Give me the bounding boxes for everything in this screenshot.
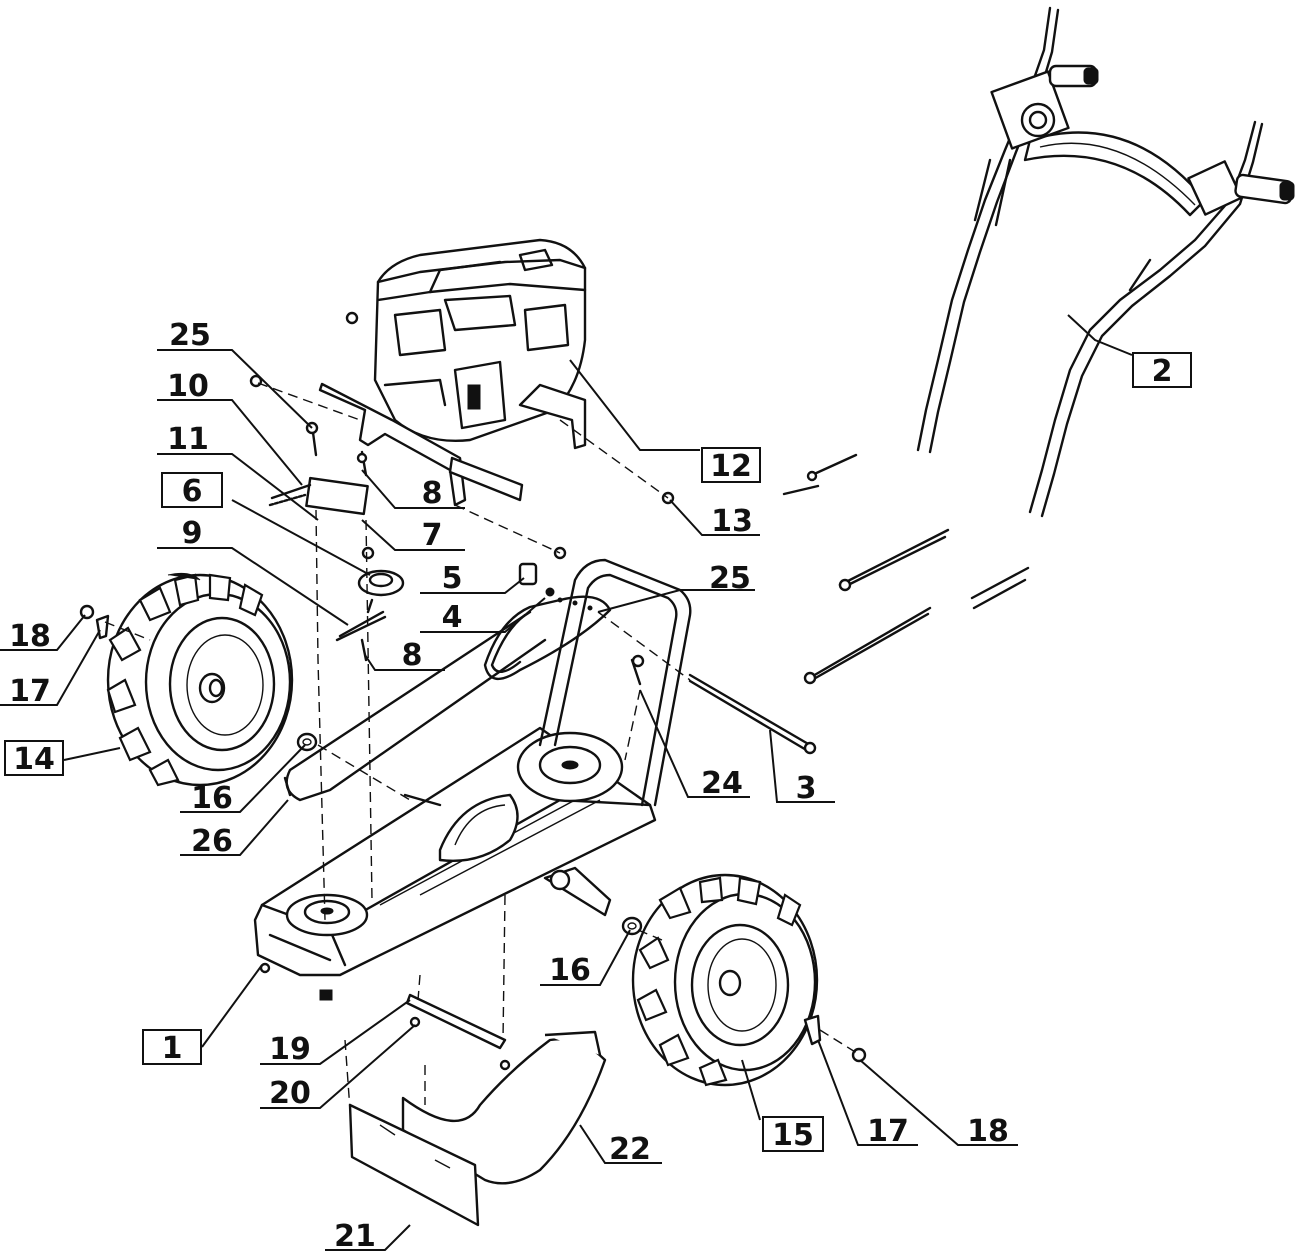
callout-5: 5 (442, 561, 463, 596)
callout-17-left: 17 (9, 674, 51, 709)
engine-battery-unit (318, 238, 587, 507)
callout-8-upper: 8 (422, 476, 443, 511)
chassis-frame (253, 726, 657, 1001)
callout-22: 22 (609, 1132, 651, 1167)
callout-19: 19 (269, 1032, 311, 1067)
callout-1: 1 (162, 1031, 183, 1066)
callout-10: 10 (167, 369, 209, 404)
roll-bar (538, 558, 692, 807)
callout-14: 14 (13, 742, 55, 777)
callout-labels: 2 12 6 14 1 15 25 10 11 9 8 7 5 4 8 25 2… (9, 318, 1172, 1254)
callout-18-right: 18 (967, 1114, 1009, 1149)
tensioner-assembly (249, 374, 567, 662)
callout-16-right: 16 (549, 953, 591, 988)
callout-17-right: 17 (867, 1114, 909, 1149)
callout-7: 7 (422, 518, 443, 553)
callout-3: 3 (796, 771, 817, 806)
callout-2: 2 (1152, 354, 1173, 389)
shield-assembly (348, 993, 607, 1227)
callout-24: 25 (169, 318, 211, 353)
callout-boxes (4, 352, 1192, 1152)
callout-6: 6 (182, 474, 203, 509)
callout-13: 13 (711, 504, 753, 539)
callout-15: 15 (772, 1118, 814, 1153)
callout-4: 4 (442, 600, 463, 635)
assembly-guide-lines (104, 382, 861, 1111)
right-wheel (631, 873, 819, 1087)
callout-16-left: 16 (191, 781, 233, 816)
callout-18-left: 18 (9, 619, 51, 654)
left-wheel (106, 572, 294, 787)
callout-9: 9 (182, 516, 203, 551)
callout-8-lower: 8 (402, 638, 423, 673)
callout-11: 11 (167, 422, 209, 457)
callout-12: 12 (710, 449, 752, 484)
callout-25: 25 (709, 561, 751, 596)
callout-26: 26 (191, 824, 233, 859)
callout-20: 20 (269, 1076, 311, 1111)
leader-lines (0, 314, 1133, 1251)
callout-23: 24 (701, 766, 743, 801)
callout-21: 21 (334, 1219, 376, 1254)
wheel-fasteners (79, 604, 867, 1063)
small-hardware (518, 491, 817, 755)
handlebar-assembly (916, 6, 1295, 518)
control-cables (782, 453, 1030, 685)
